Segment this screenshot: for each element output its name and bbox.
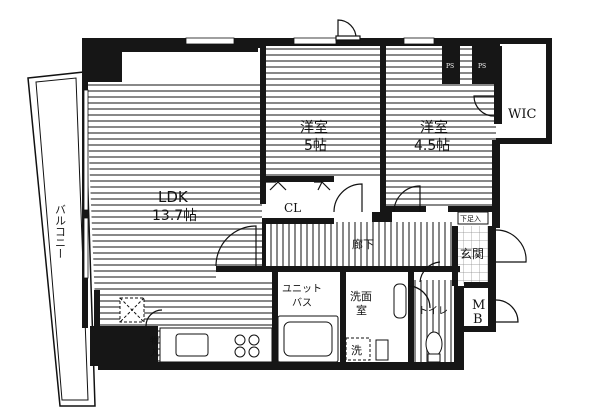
floor-fills [86,46,496,370]
room-label-toilet: トイレ [418,306,448,317]
room-label-ldk-name: LDK [158,188,189,206]
room-label-storage-2: 入 [150,348,159,359]
walls [82,38,552,370]
room-label-corridor: 廊下 [352,237,374,251]
room-label-bath-1: ユニット [282,284,322,295]
room-labels: LDK 13.7帖 洋室 5帖 洋室 4.5帖 WIC CL 廊下 玄関 下足入… [54,63,537,359]
balcony [27,71,96,407]
room-label-ldk-size: 13.7帖 [152,208,197,224]
room-label-mb-2: B [473,312,483,327]
room-label-western-2-size: 4.5帖 [414,138,450,154]
room-label-wic: WIC [508,107,536,122]
doors [145,19,527,327]
room-label-western-2-name: 洋室 [420,119,448,136]
room-label-shoebox: 下足入 [460,215,481,223]
room-label-storage-1: 物 [150,335,159,347]
ps-label-1: PS [446,63,454,70]
room-label-bath-2: バス [292,297,312,309]
room-label-washer: 洗 [351,344,362,357]
room-label-western-1-size: 5帖 [304,138,327,154]
room-label-closet: CL [284,201,301,215]
fixtures [119,211,489,363]
room-label-washroom-1: 洗面 [350,290,372,303]
room-label-washroom-2: 室 [356,303,367,317]
room-label-western-1-name: 洋室 [300,119,328,136]
ps-label-2: PS [478,63,486,70]
room-label-mb-1: M [472,298,485,313]
balcony-label: バルコニー [54,204,67,259]
room-label-entrance: 玄関 [460,246,484,261]
windows [83,37,435,279]
